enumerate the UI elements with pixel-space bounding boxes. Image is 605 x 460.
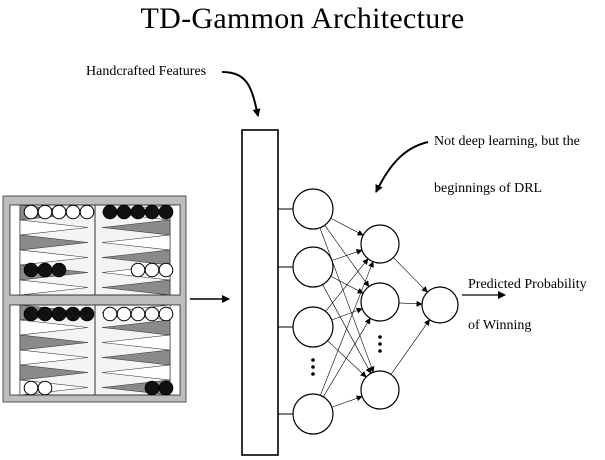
board-point bbox=[101, 279, 171, 296]
not-deep-learning-arrow bbox=[375, 141, 429, 193]
input-node bbox=[292, 188, 334, 230]
label-beginnings-of-drl: beginnings of DRL bbox=[434, 181, 543, 196]
board-point bbox=[19, 234, 89, 251]
white-checker bbox=[102, 306, 118, 322]
hidden-node bbox=[360, 370, 400, 410]
black-checker bbox=[144, 204, 160, 220]
network-edge bbox=[325, 258, 369, 312]
network-edge bbox=[320, 261, 374, 396]
network-edge bbox=[331, 249, 363, 261]
board-point bbox=[19, 334, 89, 351]
black-checker bbox=[102, 204, 118, 220]
board-point bbox=[101, 219, 171, 236]
network-edge bbox=[390, 319, 430, 375]
black-checker bbox=[37, 262, 53, 278]
hidden-node bbox=[360, 282, 400, 322]
black-checker bbox=[51, 262, 67, 278]
ellipsis-dot bbox=[311, 358, 315, 362]
board-point bbox=[19, 219, 89, 236]
output-node bbox=[421, 286, 459, 324]
board-point bbox=[19, 349, 89, 366]
ellipsis-dot bbox=[311, 372, 315, 376]
network-edge bbox=[324, 225, 370, 287]
black-checker bbox=[130, 204, 146, 220]
network-edge bbox=[393, 257, 428, 293]
ellipsis-dot bbox=[378, 335, 382, 339]
neural-network bbox=[278, 188, 459, 435]
white-checker bbox=[79, 204, 95, 220]
hidden-node bbox=[360, 224, 400, 264]
board-point bbox=[101, 364, 171, 381]
network-edge bbox=[331, 307, 363, 321]
label-predicted-probability: Predicted Probability bbox=[468, 277, 587, 292]
board-point bbox=[19, 319, 89, 336]
black-checker bbox=[144, 380, 160, 396]
label-of-winning: of Winning bbox=[468, 318, 532, 333]
board-point bbox=[101, 319, 171, 336]
white-checker bbox=[130, 306, 146, 322]
network-edge bbox=[330, 217, 364, 236]
board-point bbox=[19, 279, 89, 296]
black-checker bbox=[23, 262, 39, 278]
white-checker bbox=[65, 204, 81, 220]
network-edge bbox=[398, 300, 423, 307]
black-checker bbox=[23, 306, 39, 322]
network-edge bbox=[331, 395, 363, 408]
white-checker bbox=[51, 204, 67, 220]
ellipsis-dot bbox=[378, 349, 382, 353]
black-checker bbox=[51, 306, 67, 322]
black-checker bbox=[65, 306, 81, 322]
white-checker bbox=[144, 306, 160, 322]
white-checker bbox=[116, 306, 132, 322]
network-edge bbox=[323, 317, 371, 397]
point-number-strip bbox=[9, 204, 21, 296]
input-node bbox=[292, 306, 334, 348]
board-point bbox=[19, 249, 89, 266]
handcrafted-arrow bbox=[221, 71, 261, 117]
board-point bbox=[101, 349, 171, 366]
feature-vector-bar bbox=[241, 129, 279, 456]
input-node bbox=[292, 246, 334, 288]
label-handcrafted-features: Handcrafted Features bbox=[86, 64, 207, 79]
diagram-title: TD-Gammon Architecture bbox=[140, 2, 465, 35]
backgammon-board bbox=[2, 195, 187, 403]
ellipsis-dot bbox=[311, 365, 315, 369]
network-edge bbox=[327, 340, 367, 378]
black-checker bbox=[116, 204, 132, 220]
point-number-strip bbox=[169, 204, 181, 296]
board-point bbox=[101, 334, 171, 351]
white-checker bbox=[23, 380, 39, 396]
black-checker bbox=[158, 204, 174, 220]
white-checker bbox=[130, 262, 146, 278]
label-not-deep-learning: Not deep learning, but the bbox=[434, 134, 580, 149]
white-checker bbox=[158, 306, 174, 322]
black-checker bbox=[37, 306, 53, 322]
white-checker bbox=[23, 204, 39, 220]
black-checker bbox=[79, 306, 95, 322]
board-point bbox=[101, 234, 171, 251]
white-checker bbox=[37, 380, 53, 396]
board-point bbox=[19, 364, 89, 381]
board-point bbox=[101, 249, 171, 266]
point-number-strip bbox=[9, 304, 21, 396]
input-node bbox=[292, 393, 334, 435]
white-checker bbox=[37, 204, 53, 220]
black-checker bbox=[158, 380, 174, 396]
network-edge bbox=[319, 227, 375, 373]
white-checker bbox=[144, 262, 160, 278]
white-checker bbox=[158, 262, 174, 278]
ellipsis-dot bbox=[378, 342, 382, 346]
